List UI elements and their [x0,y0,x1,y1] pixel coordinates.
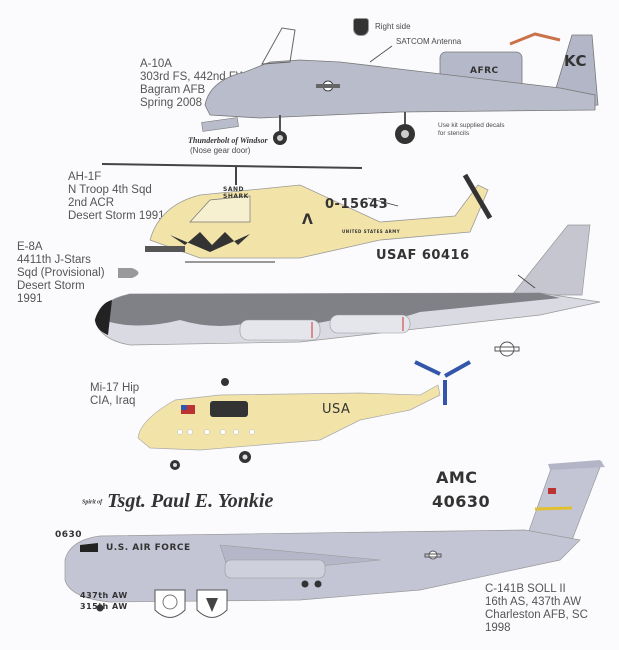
e8-caption: E-8A 4411th J-Stars Sqd (Provisional) De… [17,241,105,306]
stencil-note-line: for stencils [438,130,470,137]
ah1-caption: AH-1F N Troop 4th Sqd 2nd ACR Desert Sto… [68,171,165,223]
stencil-note-line: Use kit supplied decals [438,122,505,129]
c141-nose-serial: 0630 [55,530,83,540]
c141-nose-name: Spirit of Tsgt. Paul E. Yonkie [82,490,273,513]
c141-year: 1998 [485,622,511,634]
ah1-regiment: 2nd ACR [68,197,115,209]
ah1-serial: 0-15643 [325,197,389,212]
c141-wing-315: 315th AW [80,602,128,611]
ah1-nose-art: SAND SHARK [223,186,249,200]
c141-wings: 437th AW 315th AW [80,590,128,612]
ah1-unit: N Troop 4th Sqd [68,184,152,196]
mi17-marking: USA [322,402,351,417]
c141-wing-437: 437th AW [80,591,128,600]
stencil-note: Use kit supplied decals for stencils [438,122,504,138]
mi17-type: Mi-17 Hip [90,382,140,394]
a10-nose-name: Thunderbolt of Windsor [188,136,268,145]
a10-base: Bagram AFB [140,84,206,96]
ah1-type: AH-1F [68,171,102,183]
ah1-chevron: Λ [302,212,314,228]
c141-unit: 16th AS, 437th AW [485,596,582,608]
a10-date: Spring 2008 [140,97,203,109]
right-side-badge-icon [353,18,369,36]
e8-operation: Desert Storm [17,280,85,292]
e8-type: E-8A [17,241,43,253]
c141-base: Charleston AFB, SC [485,609,588,621]
right-side-label: Right side [375,22,411,31]
a10-nose-gear-note: (Nose gear door) [190,146,251,155]
e8-unit-2: Sqd (Provisional) [17,267,105,279]
mi17-caption: Mi-17 Hip CIA, Iraq [90,382,139,408]
a10-unit: 303rd FS, 442nd FW [140,71,247,83]
satcom-label: SATCOM Antenna [396,37,462,46]
c141-fuselage-title: U.S. AIR FORCE [106,543,191,553]
amc-shield [154,589,186,618]
e8-year: 1991 [17,293,43,305]
c141-name: Tsgt. Paul E. Yonkie [107,490,274,512]
ah1-fuselage-text: UNITED STATES ARMY [342,229,401,234]
ah1-date: Desert Storm 1991 [68,210,165,222]
a10-type: A-10A [140,58,172,70]
c141-caption: C-141B SOLL II 16th AS, 437th AW Charles… [485,583,588,635]
e8-serial: USAF 60416 [376,248,470,263]
c141-type: C-141B SOLL II [485,583,566,595]
e8-unit: 4411th J-Stars [17,254,91,266]
mi17-operator: CIA, Iraq [90,395,136,407]
c141-tail-serial: 40630 [432,492,491,511]
c141-tail-top: AMC [436,468,478,487]
c141-spirit-prefix: Spirit of [82,499,103,506]
a10-engine-marking: AFRC [470,66,499,76]
a10-caption: A-10A 303rd FS, 442nd FW Bagram AFB Spri… [140,58,247,110]
a10-tail-code: KC [564,52,587,70]
